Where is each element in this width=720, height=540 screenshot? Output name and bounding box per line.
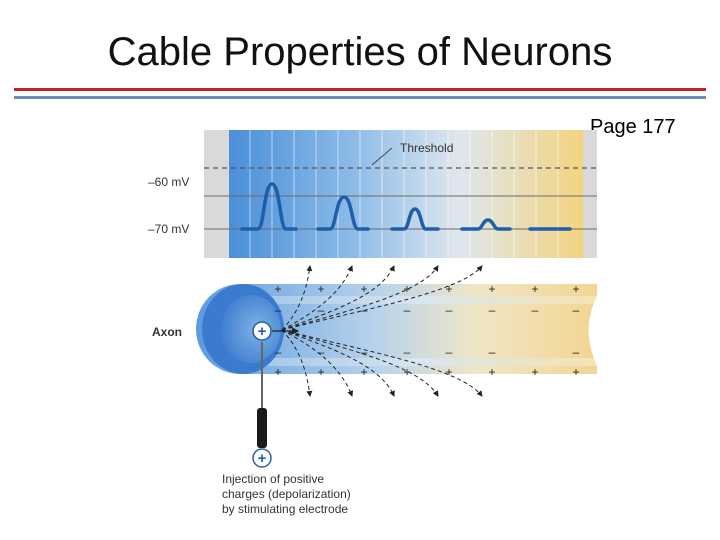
title-rule-blue — [14, 96, 706, 99]
svg-text:–: – — [404, 303, 411, 317]
svg-text:–: – — [489, 303, 496, 317]
current-flow-lines — [281, 265, 483, 397]
title-rule-red — [14, 88, 706, 91]
electrode-body — [257, 408, 267, 448]
svg-text:–: – — [573, 303, 580, 317]
svg-text:–: – — [489, 345, 496, 359]
svg-text:+: + — [317, 282, 324, 296]
threshold-label: Threshold — [400, 141, 453, 155]
page-label: Page 177 — [590, 116, 676, 138]
svg-text:–: – — [318, 345, 325, 359]
svg-text:+: + — [317, 365, 324, 379]
gradient-band — [229, 130, 583, 258]
svg-text:–: – — [361, 345, 368, 359]
potential-traces — [240, 182, 572, 231]
trace-1 — [240, 182, 298, 231]
svg-text:+: + — [403, 282, 410, 296]
stimulating-electrode: + + — [252, 321, 272, 468]
svg-text:–: – — [446, 345, 453, 359]
axon-cylinder — [196, 284, 597, 374]
svg-text:+: + — [274, 365, 281, 379]
trace-2 — [316, 195, 370, 231]
svg-text:–: – — [404, 345, 411, 359]
electrode-plus-sign: + — [258, 450, 267, 467]
caption-line-3: by stimulating electrode — [222, 502, 348, 516]
electrode-plus-icon — [252, 448, 272, 468]
axon — [196, 284, 603, 374]
caption-line-2: charges (depolarization) — [222, 487, 351, 501]
svg-text:+: + — [488, 282, 495, 296]
svg-text:+: + — [360, 282, 367, 296]
trace-3 — [390, 207, 440, 231]
voltage-label-70: –70 mV — [148, 222, 189, 236]
threshold-leader-line — [371, 147, 393, 166]
svg-text:–: – — [573, 345, 580, 359]
svg-text:–: – — [275, 345, 282, 359]
panel-grid — [249, 130, 559, 258]
svg-text:+: + — [445, 365, 452, 379]
caption-line-1: Injection of positive — [222, 472, 324, 486]
axon-label: Axon — [152, 325, 182, 339]
svg-text:+: + — [274, 282, 281, 296]
injection-plus-icon — [252, 321, 272, 341]
recording-panel: Threshold — [204, 130, 597, 258]
axon-end-inner — [221, 295, 281, 363]
svg-text:–: – — [446, 303, 453, 317]
voltage-label-60: –60 mV — [148, 175, 189, 189]
svg-text:+: + — [572, 282, 579, 296]
svg-text:–: – — [318, 303, 325, 317]
svg-text:–: – — [532, 303, 539, 317]
membrane-bottom — [240, 358, 597, 366]
svg-text:+: + — [360, 365, 367, 379]
svg-text:+: + — [531, 282, 538, 296]
axon-cut-end — [588, 296, 603, 366]
svg-text:+: + — [531, 365, 538, 379]
injection-plus-sign: + — [258, 323, 267, 340]
slide-title: Cable Properties of Neurons — [107, 30, 613, 74]
svg-text:+: + — [572, 365, 579, 379]
svg-text:+: + — [403, 365, 410, 379]
membrane-top — [240, 296, 597, 304]
svg-text:–: – — [275, 303, 282, 317]
svg-text:+: + — [445, 282, 452, 296]
svg-text:+: + — [488, 365, 495, 379]
trace-4 — [460, 218, 512, 231]
